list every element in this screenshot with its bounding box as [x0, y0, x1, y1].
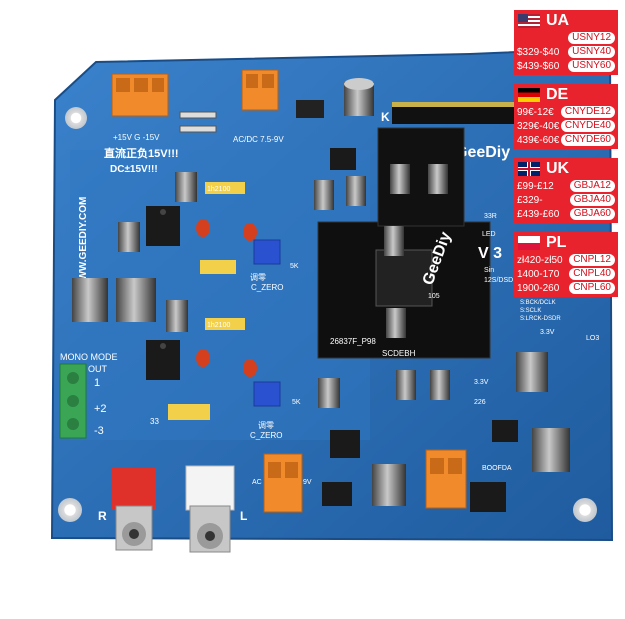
coupon-code[interactable]: GBJA12: [569, 180, 615, 192]
tag-country-code: UA: [546, 11, 570, 29]
pl-flag-icon: [518, 235, 540, 250]
silk-acdc-top: AC/DC 7.5-9V: [233, 135, 284, 144]
output-terminal-green: [59, 363, 87, 439]
silk-bck: S:BCK/DCLK: [520, 300, 556, 306]
silk-adjust-top: 调零: [250, 273, 266, 282]
coupon-code[interactable]: USNY40: [568, 46, 615, 58]
coupon-code[interactable]: GBJA60: [569, 208, 615, 220]
silk-9v-bottom: 9V: [303, 479, 312, 486]
silk-brand: GeeDiy: [455, 144, 510, 161]
silk-33v-b: 3.3V: [474, 379, 489, 386]
rca-jack-right: [112, 468, 156, 551]
silk-czero-bottom: C_ZERO: [250, 431, 282, 440]
coupon-code[interactable]: GBJA40: [569, 194, 615, 206]
tag-price: 1900-260: [517, 282, 560, 294]
silk-l-label: L: [240, 509, 247, 523]
tag-price: $329-$40: [517, 46, 560, 58]
tag-country-code: DE: [546, 85, 569, 103]
rca-jack-left: [185, 465, 235, 553]
silk-ac-bottom: AC: [252, 479, 262, 486]
silk-pin2: +2: [94, 403, 107, 415]
tag-price: zł420-zł50: [517, 254, 563, 266]
pin-header: [392, 102, 516, 124]
tag-price: 439€-60€: [517, 134, 560, 146]
coupon-code[interactable]: USNY12: [568, 32, 615, 44]
tag-country-code: UK: [546, 159, 570, 177]
power-terminal-bottom-left: [263, 453, 303, 513]
silk-5k-bottom: 5K: [292, 399, 301, 406]
silk-105: 105: [428, 293, 440, 300]
silk-5k-top: 5K: [290, 263, 299, 270]
coupon-code[interactable]: CNYDE40: [560, 120, 615, 132]
coupon-code[interactable]: CNPL40: [569, 268, 615, 280]
silk-sin: Sin: [484, 267, 494, 274]
silk-lrck: S:LRCK-DSDR: [520, 316, 561, 322]
silk-33r: 33R: [484, 213, 497, 220]
silk-mono-mode: MONO MODE: [60, 352, 118, 362]
silk-version: V 3: [478, 245, 502, 262]
power-terminal-bottom-right: [425, 449, 467, 509]
price-tag-pl: PL zł420-zł50 CNPL12 1400-170 CNPL40 1900-…: [514, 232, 618, 297]
mounting-hole: [573, 498, 597, 522]
mounting-hole: [58, 498, 82, 522]
silk-cap-bottom: 1h2100: [207, 322, 230, 329]
tag-price: 99€-12€: [517, 106, 554, 118]
opamp-top: [146, 206, 180, 246]
silk-czero-top: C_ZERO: [251, 283, 283, 292]
tag-price: $439-$60: [517, 60, 560, 72]
capacitor: [318, 352, 570, 506]
silk-r-label: R: [98, 509, 107, 523]
uk-flag-icon: [518, 161, 540, 176]
silk-chip-id: 26837F_P98: [330, 337, 376, 346]
power-terminal-top-left: [111, 73, 169, 117]
silk-sclk: S:SCLK: [520, 308, 541, 314]
price-tag-de: DE 99€-12€ CNYDE12 329€-40€CNYDE40 439€-6…: [514, 84, 618, 149]
de-flag-icon: [518, 87, 540, 102]
silk-33v-a: 3.3V: [540, 329, 555, 336]
opamp-bottom: [146, 340, 180, 380]
silk-adjust-bottom: 调零: [258, 421, 274, 430]
silk-12s: 12S/DSD: [484, 277, 513, 284]
silk-cap-top: 1h2100: [207, 186, 230, 193]
silk-supply-note: 直流正负15V!!!: [104, 146, 179, 160]
coupon-code[interactable]: USNY60: [568, 60, 615, 72]
capacitor: [72, 172, 197, 332]
price-tag-ua: UA USNY12 $329-$40 USNY40 $439-$60 USNY60: [514, 10, 618, 75]
capacitor: [314, 164, 448, 338]
tag-price: 1400-170: [517, 268, 560, 280]
silk-33: 33: [150, 417, 159, 426]
tag-price: £439-£60: [517, 208, 560, 220]
silk-pin1: 1: [94, 377, 100, 389]
silk-out: OUT: [88, 364, 108, 374]
silk-226: 226: [474, 399, 486, 406]
tag-price: £99-£12: [517, 180, 554, 192]
silk-k: K: [381, 110, 390, 124]
silk-led: LED: [482, 231, 496, 238]
silk-pin3: -3: [94, 425, 104, 437]
capacitor: [344, 78, 374, 116]
silk-dc-note: DC±15V!!!: [110, 164, 158, 175]
silk-bottom-chip: BOOFDA: [482, 465, 512, 472]
coupon-code[interactable]: CNYDE12: [560, 106, 615, 118]
silk-lo3: LO3: [586, 335, 599, 342]
mounting-hole: [65, 107, 87, 129]
us-flag-icon: [518, 13, 540, 28]
coupon-code[interactable]: CNPL12: [569, 254, 615, 266]
silk-supply-pins: +15V G -15V: [113, 133, 160, 142]
silk-chip-code: SCDEBH: [382, 349, 416, 358]
tag-price: 329€-40€: [517, 120, 560, 132]
power-terminal-top-right: [241, 69, 279, 111]
tag-price: £329-: [517, 194, 543, 206]
price-tag-uk: UK £99-£12 GBJA12 £329- GBJA40 £439-£60 GBJ…: [514, 158, 618, 223]
coupon-code[interactable]: CNPL60: [569, 282, 615, 294]
coupon-code[interactable]: CNYDE60: [560, 134, 615, 146]
silk-website: WWW.GEEDIY.COM: [78, 197, 89, 290]
tag-country-code: PL: [546, 233, 567, 251]
